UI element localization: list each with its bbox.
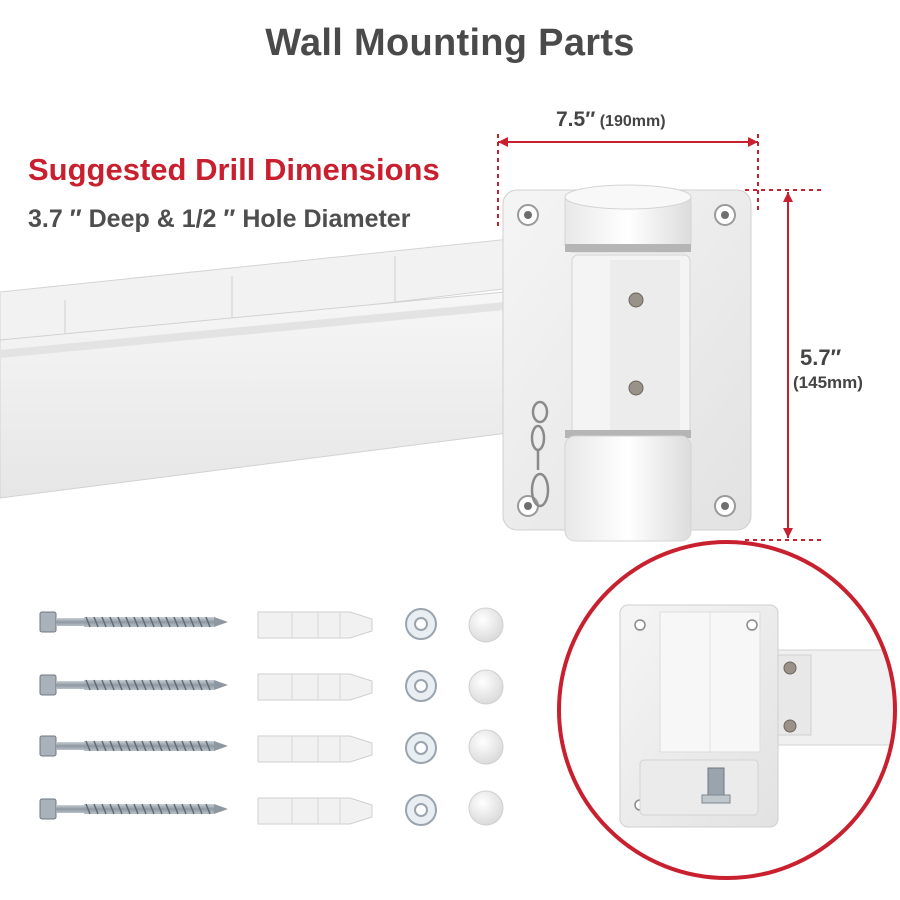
screw-icon <box>39 611 228 633</box>
cap-icon <box>468 669 504 705</box>
height-millimeters: (145mm) <box>793 373 863 392</box>
cap-icon <box>468 790 504 826</box>
swivel-clip-icon <box>530 400 550 508</box>
width-dimension-label: 7.5″ (190mm) <box>556 108 666 132</box>
washer-icon <box>405 670 437 702</box>
cap-icon <box>468 607 504 643</box>
wall-anchor-icon <box>257 735 373 763</box>
washer-icon <box>405 608 437 640</box>
washer-icon <box>405 732 437 764</box>
page-title: Wall Mounting Parts <box>265 22 635 64</box>
awning-arm <box>0 237 611 499</box>
wall-anchor-icon <box>257 673 373 701</box>
drill-dimensions-heading: Suggested Drill Dimensions <box>28 152 440 187</box>
screw-group <box>39 611 228 820</box>
bracket-back-view <box>557 540 897 880</box>
width-millimeters: (190mm) <box>599 113 666 130</box>
dimension-lines <box>497 134 822 541</box>
wall-anchor-icon <box>257 797 373 825</box>
drill-dimensions-detail: 3.7 ″ Deep & 1/2 ″ Hole Diameter <box>28 205 411 233</box>
washer-group <box>405 608 437 826</box>
washer-icon <box>405 794 437 826</box>
wall-anchor-icon <box>257 611 373 639</box>
anchor-group <box>257 611 373 825</box>
cap-icon <box>468 729 504 765</box>
screw-icon <box>39 674 228 696</box>
screw-icon <box>39 735 228 757</box>
height-inches: 5.7″ <box>800 345 842 370</box>
wall-bracket <box>502 184 752 542</box>
screw-icon <box>39 798 228 820</box>
cap-group <box>468 607 504 826</box>
width-inches: 7.5″ <box>556 108 596 131</box>
